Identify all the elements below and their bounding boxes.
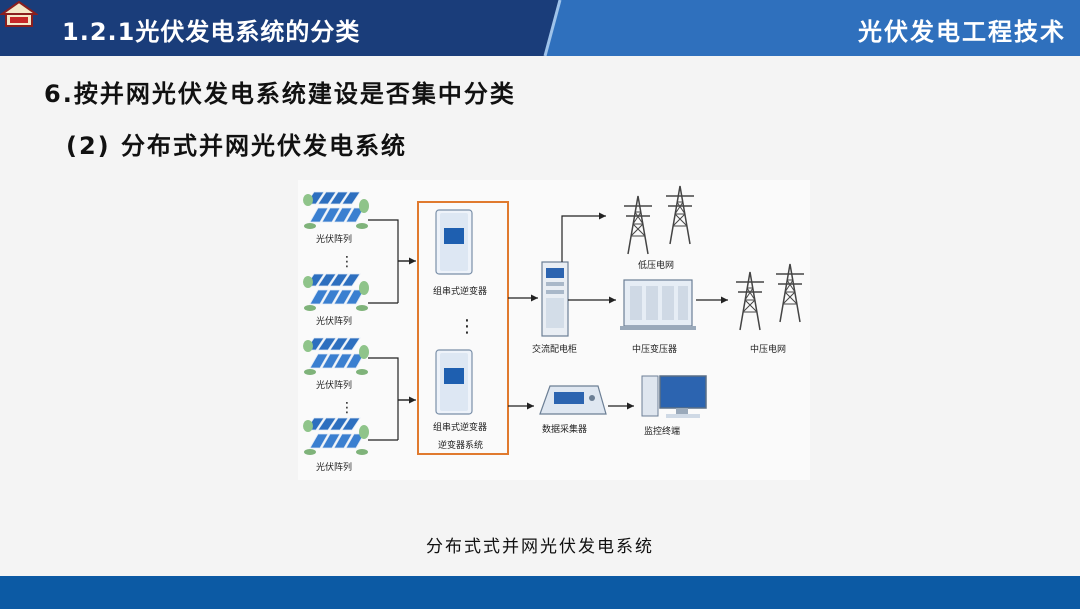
mv-transformer	[620, 279, 696, 330]
inverter-label-1: 组串式逆变器	[433, 285, 487, 297]
pv-array-label-3: 光伏阵列	[316, 379, 352, 391]
monitor-terminal-label: 监控终端	[644, 425, 680, 437]
slide-subheading: (2) 分布式并网光伏发电系统	[66, 132, 407, 160]
section-title: 1.2.1光伏发电系统的分类	[62, 18, 361, 46]
footer-bar	[0, 576, 1080, 609]
monitor-terminal	[641, 375, 707, 418]
pv-ellipsis-2: ⋮	[340, 400, 354, 416]
header-bar: 1.2.1光伏发电系统的分类 光伏发电工程技术	[0, 0, 1080, 56]
school-logo-icon	[0, 0, 38, 27]
mv-grid-label: 中压电网	[750, 343, 786, 355]
arrow-to-low-voltage-grid	[561, 212, 606, 262]
pv-ellipsis-1: ⋮	[340, 254, 354, 270]
inverter-system-label: 逆变器系统	[438, 439, 483, 451]
pv-array-label-1: 光伏阵列	[316, 233, 352, 245]
pv-array-label-2: 光伏阵列	[316, 315, 352, 327]
figure-caption: 分布式式并网光伏发电系统	[426, 537, 654, 557]
data-collector	[539, 385, 607, 415]
pv-array-label-4: 光伏阵列	[316, 461, 352, 473]
string-inverter-1	[435, 209, 473, 275]
inverter-label-2: 组串式逆变器	[433, 421, 487, 433]
data-collector-label: 数据采集器	[542, 423, 587, 435]
low-voltage-grid-label: 低压电网	[638, 259, 674, 271]
string-inverter-2	[435, 349, 473, 415]
slide-heading: 6.按并网光伏发电系统建设是否集中分类	[44, 80, 516, 108]
header-background	[0, 0, 1080, 56]
distributed-pv-system-diagram: 光伏阵列 ⋮ 光伏阵列 光伏阵列 ⋮ 光伏阵列 组串式逆变器 ⋮ 组串式逆变器 …	[298, 180, 810, 480]
inverter-system-box	[417, 201, 509, 455]
course-title: 光伏发电工程技术	[858, 18, 1066, 46]
ac-distribution-cabinet	[541, 261, 569, 337]
inverter-ellipsis: ⋮	[458, 316, 476, 337]
ac-cabinet-label: 交流配电柜	[532, 343, 577, 355]
mv-transformer-label: 中压变压器	[632, 343, 677, 355]
